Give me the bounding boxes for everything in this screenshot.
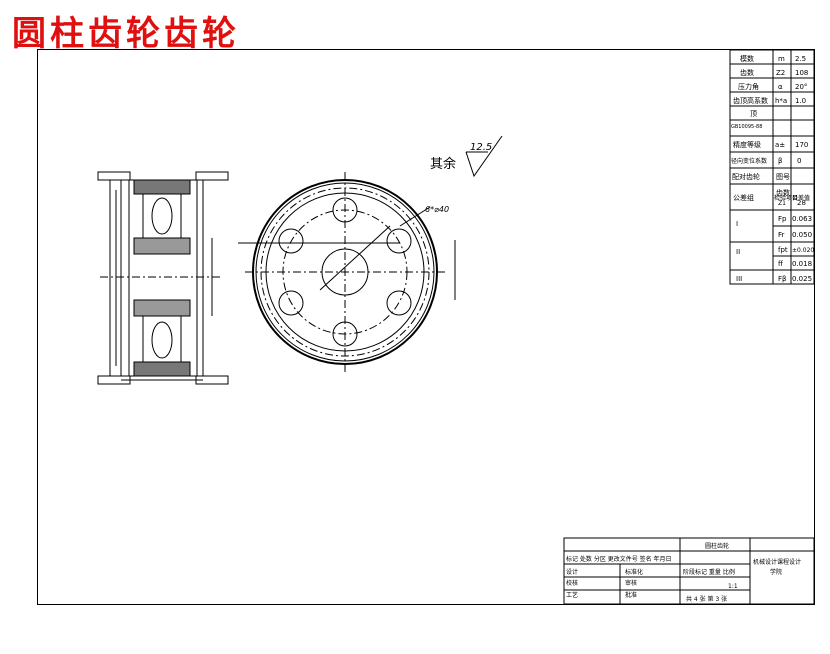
drawing-text: 公差组	[733, 193, 754, 202]
drawing-text: 共 4 张 第 3 张	[686, 595, 727, 603]
drawing-text: 检验项目	[774, 194, 798, 202]
roughness-symbol	[465, 135, 503, 178]
drawing-text: GB10095-88	[731, 124, 762, 130]
front-view	[238, 172, 456, 372]
drawing-text: 公差值	[792, 194, 810, 202]
drawing-text: III	[736, 275, 742, 283]
drawing-text: Fr	[778, 231, 785, 239]
drawing-text: 工艺	[566, 591, 578, 599]
drawing-text: Fβ	[778, 275, 787, 283]
drawing-text: 2.5	[795, 55, 806, 63]
roughness-label: 其余	[430, 156, 456, 172]
drawing-text: 1:1	[728, 583, 738, 590]
drawing-text: 标准化	[625, 568, 643, 576]
drawing-text: 审核	[625, 579, 637, 587]
drawing-title: 圆柱齿轮齿轮	[12, 14, 240, 54]
drawing-text: Z2	[776, 69, 785, 77]
drawing-text: 精度等级	[733, 140, 761, 149]
drawing-text: 阶段标记 重量 比例	[683, 568, 735, 576]
drawing-text: 配对齿轮	[732, 172, 760, 181]
drawing-text: 1.0	[795, 97, 806, 105]
drawing-text: 模数	[740, 54, 754, 63]
drawing-text: 170	[795, 141, 808, 149]
drawing-text: h*a	[775, 97, 787, 105]
drawing-text: β	[778, 157, 782, 165]
drawing-text: 学院	[770, 568, 782, 576]
drawing-text: Z1	[778, 200, 786, 207]
drawing-text: 齿数	[740, 68, 754, 77]
drawing-text: 0.018	[792, 260, 812, 268]
drawing-text: 108	[795, 69, 808, 77]
drawing-text: 0.063	[792, 215, 812, 223]
drawing-text: 机械设计课程设计	[753, 558, 801, 566]
drawing-text: fpt	[778, 246, 788, 254]
drawing-text: m	[778, 55, 785, 63]
drawing-text: 径向变位系数	[731, 157, 767, 165]
drawing-text: 校核	[566, 579, 578, 587]
drawing-text: I	[736, 220, 738, 228]
drawing-text: 顶	[750, 110, 757, 118]
title-block	[563, 537, 815, 605]
drawing-text: 齿顶高系数	[733, 96, 768, 105]
drawing-text: Fp	[778, 215, 787, 223]
drawing-text: 0	[797, 157, 801, 165]
param-table	[729, 49, 815, 285]
drawing-text: 标记 处数 分区 更改文件号 签名 年月日	[566, 555, 672, 563]
drawing-text: α	[778, 83, 783, 91]
drawing-text: 设计	[566, 568, 578, 576]
drawing-text: II	[736, 248, 740, 256]
drawing-text: 20°	[795, 83, 807, 91]
drawing-text: 齿数	[776, 188, 790, 197]
hole-note: 6*⌀40	[425, 205, 449, 214]
drawing-frame	[37, 49, 815, 605]
drawing-text: 0.025	[792, 275, 812, 283]
drawing-text: 0.050	[792, 231, 812, 239]
drawing-text: ±0.020	[792, 247, 814, 254]
drawing-text: 图号	[776, 173, 790, 181]
drawing-text: 批准	[625, 591, 637, 599]
drawing-text: a±	[775, 141, 785, 149]
drawing-text: 28	[797, 199, 806, 207]
roughness-value: 12.5	[470, 142, 492, 153]
drawing-text: 压力角	[738, 82, 759, 91]
drawing-text: 圆柱齿轮	[705, 542, 729, 550]
drawing-text: ff	[778, 260, 783, 268]
section-view	[97, 171, 229, 385]
